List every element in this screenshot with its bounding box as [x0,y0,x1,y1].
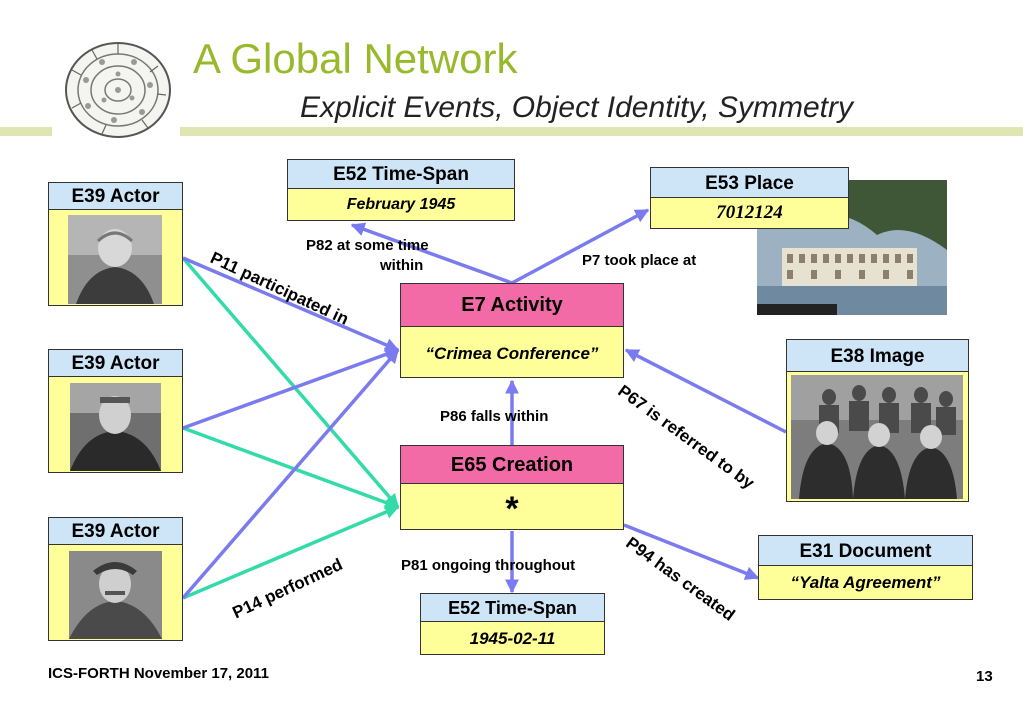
activity-node[interactable]: E7 Activity “Crimea Conference” [400,283,624,378]
p81-label: P81 ongoing throughout [401,557,576,574]
p82-edge [350,222,513,285]
p11-edge-actor3 [181,348,400,600]
p82-label-line2: within [380,257,424,274]
node-header: E38 Image [787,340,968,372]
p14-edge-actor2 [182,426,400,510]
node-value: 1945-02-11 [469,629,556,648]
p94-edge [623,523,760,580]
place-node[interactable]: E53 Place 7012124 [650,167,849,229]
timespan-node-top[interactable]: E52 Time-Span February 1945 [287,159,515,221]
footer-left: ICS-FORTH November 17, 2011 [48,665,269,682]
node-value: “Yalta Agreement” [790,573,941,592]
node-header: E39 Actor [49,183,182,210]
header-bar-left [0,127,52,136]
node-header: E52 Time-Span [421,594,604,622]
p7-edge [511,208,650,285]
node-value: “Crimea Conference” [425,344,599,363]
p67-edge [624,348,787,434]
place-photo [757,180,947,315]
p86-label: P86 falls within [440,408,549,425]
actor-photo-3 [69,551,162,639]
node-header: E7 Activity [401,284,623,327]
p14-edge-actor1 [181,256,400,509]
page-number: 13 [976,668,993,685]
node-header: E31 Document [759,536,972,566]
actor-photo-1 [68,215,162,304]
conference-photo [791,375,963,499]
actor-photo-2 [70,383,161,471]
creation-node[interactable]: E65 Creation * [400,445,624,530]
header-bar-right [180,127,1023,136]
node-header: E39 Actor [49,518,182,545]
node-value: 7012124 [716,202,783,223]
node-value: * [505,490,519,528]
p14-edge-actor3 [182,505,400,600]
p82-label: P82 at some time [306,237,429,254]
timespan-node-bottom[interactable]: E52 Time-Span 1945-02-11 [420,593,605,655]
node-header: E65 Creation [401,446,623,484]
node-header: E52 Time-Span [288,160,514,189]
p11-edge-actor1 [182,256,400,352]
node-header: E53 Place [651,168,848,198]
slide-subtitle: Explicit Events, Object Identity, Symmet… [300,91,853,124]
document-node[interactable]: E31 Document “Yalta Agreement” [758,535,973,600]
node-value: February 1945 [346,196,456,213]
phaistos-disc-logo [65,42,171,138]
p7-label: P7 took place at [582,252,697,269]
p11-edge-actor2 [182,347,400,430]
slide-title: A Global Network [193,35,518,82]
node-header: E39 Actor [49,350,182,377]
